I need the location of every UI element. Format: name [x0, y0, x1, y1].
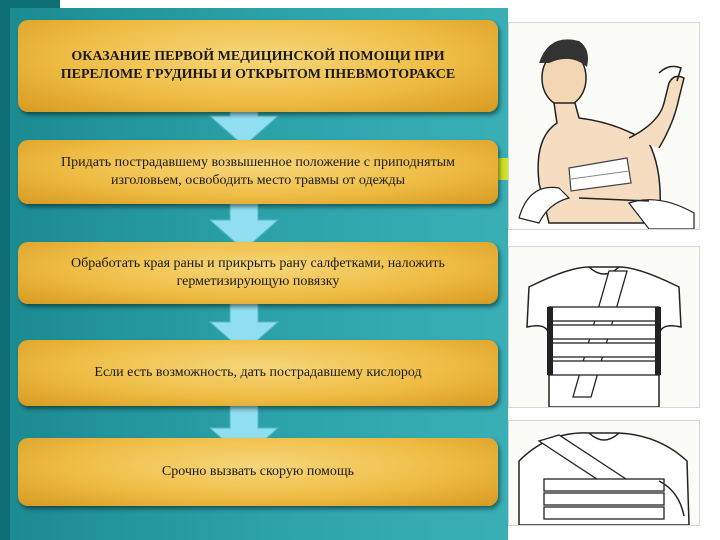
title-box: ОКАЗАНИЕ ПЕРВОЙ МЕДИЦИНСКОЙ ПОМОЩИ ПРИ П… — [18, 20, 498, 112]
step-text-3: Если есть возможность, дать пострадавшем… — [94, 365, 422, 380]
step-text-1: Придать пострадавшему возвышенное положе… — [61, 155, 455, 188]
step-text-2: Обработать края раны и прикрыть рану сал… — [71, 256, 445, 289]
step-box-3: Если есть возможность, дать пострадавшем… — [18, 340, 498, 406]
chest-bandage-front-illustration — [508, 246, 700, 408]
chest-bandage-wrap-illustration — [508, 420, 700, 526]
step-box-1: Придать пострадавшему возвышенное положе… — [18, 140, 498, 204]
patient-raising-arm-illustration — [508, 22, 700, 230]
accent-block — [497, 158, 511, 180]
step-box-4: Срочно вызвать скорую помощь — [18, 438, 498, 506]
page-title: ОКАЗАНИЕ ПЕРВОЙ МЕДИЦИНСКОЙ ПОМОЩИ ПРИ П… — [60, 49, 456, 82]
step-text-4: Срочно вызвать скорую помощь — [161, 464, 355, 479]
step-box-2: Обработать края раны и прикрыть рану сал… — [18, 242, 498, 304]
